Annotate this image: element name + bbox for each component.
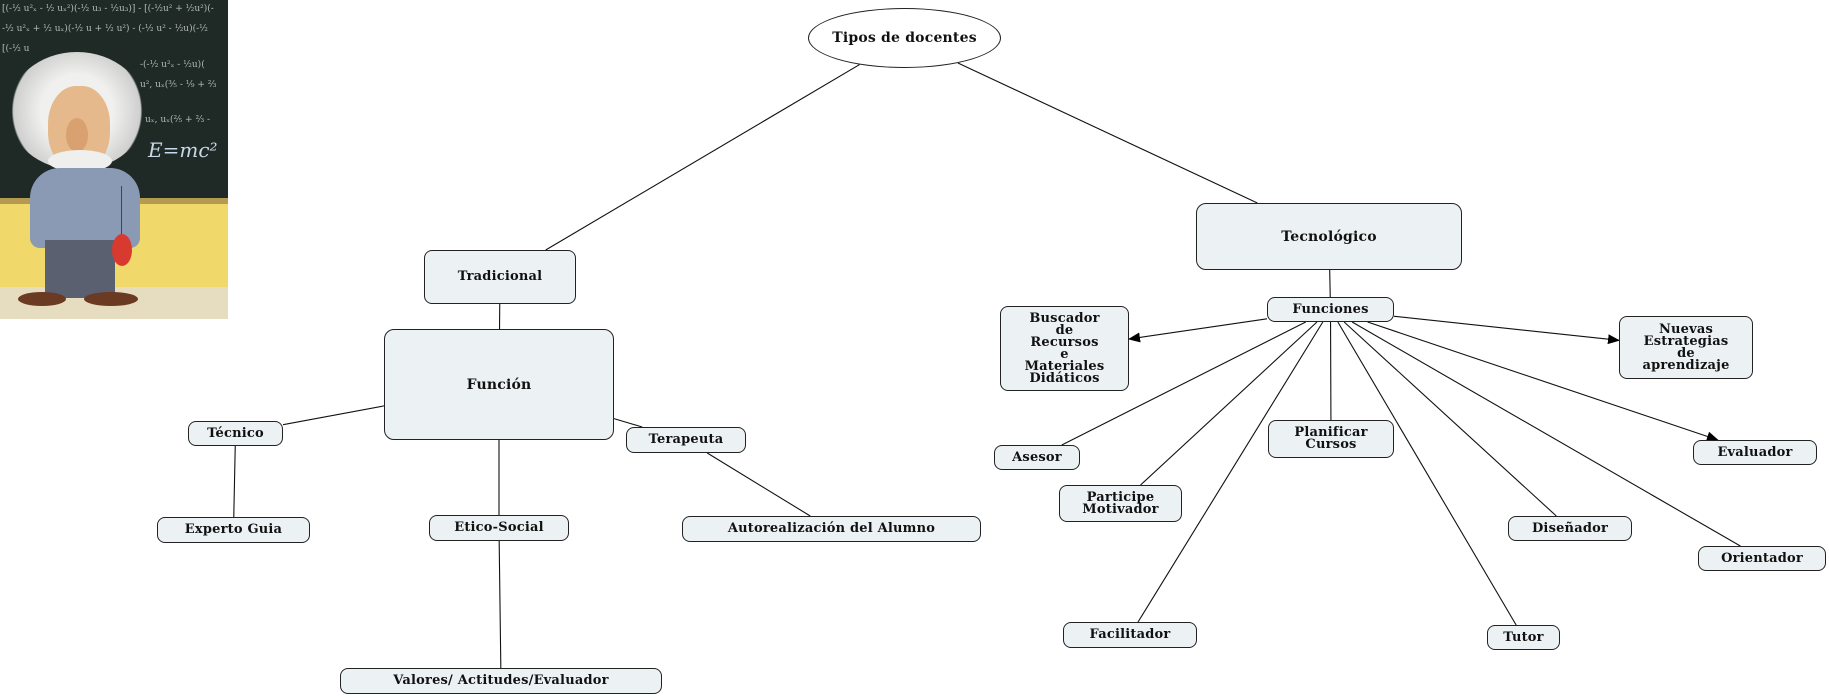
node-tecnico[interactable]: Técnico: [188, 421, 283, 446]
connector-funciones-asesor: [1061, 321, 1306, 446]
einstein-illustration: [(-½ u²ₓ - ½ uₓ²)(-½ u₃ - ½u₃)] - [(-½u²…: [0, 0, 228, 319]
node-autorealizacion-del-alumno[interactable]: Autorealización del Alumno: [682, 516, 981, 542]
connector-terapeuta-autorealizacion: [706, 452, 811, 517]
node-orientador[interactable]: Orientador: [1698, 546, 1826, 571]
node-label: Etico-Social: [454, 520, 544, 535]
node-label: Técnico: [207, 425, 264, 441]
connector-funciones-nuevas: [1393, 315, 1620, 345]
node-facilitador[interactable]: Facilitador: [1063, 622, 1197, 648]
connector-funciones-tutor: [1337, 321, 1517, 626]
node-participe-motivador[interactable]: Participe Motivador: [1059, 485, 1182, 522]
node-label: Tutor: [1503, 629, 1544, 645]
node-terapeuta[interactable]: Terapeuta: [626, 427, 746, 453]
node-label: Terapeuta: [648, 432, 724, 447]
node-tradicional[interactable]: Tradicional: [424, 250, 576, 304]
node-label: Autorealización del Alumno: [727, 521, 936, 536]
node-funcion[interactable]: Función: [384, 329, 614, 440]
node-label: Experto Guia: [184, 522, 283, 537]
node-label: Evaluador: [1717, 444, 1793, 460]
node-label: Nuevas Estrategias de aprendizaje: [1642, 321, 1730, 373]
node-label: Diseñador: [1531, 520, 1609, 536]
node-label: Tipos de docentes: [832, 30, 977, 46]
node-etico-social[interactable]: Etico-Social: [429, 515, 569, 541]
connector-tipos-tradicional: [545, 64, 860, 251]
node-label: Buscador de Recursos e Materiales Didáti…: [1024, 310, 1105, 386]
connector-funciones-buscador: [1128, 318, 1268, 343]
node-tecnologico[interactable]: Tecnológico: [1196, 203, 1462, 270]
connector-tipos-tecnologico: [957, 62, 1258, 204]
node-label: Valores/ Actitudes/Evaluador: [393, 673, 609, 688]
node-label: Orientador: [1721, 550, 1803, 566]
connector-etico-valores: [498, 540, 502, 669]
node-label: Planificar Cursos: [1294, 425, 1368, 452]
node-funciones[interactable]: Funciones: [1267, 297, 1394, 322]
node-nuevas-estrategias[interactable]: Nuevas Estrategias de aprendizaje: [1619, 316, 1753, 379]
node-label: Asesor: [1012, 449, 1062, 465]
node-label: Tradicional: [457, 269, 543, 284]
node-evaluador[interactable]: Evaluador: [1693, 440, 1817, 465]
node-disenador[interactable]: Diseñador: [1508, 516, 1632, 541]
connector-funciones-disenador: [1343, 321, 1557, 517]
node-label: Función: [466, 376, 532, 393]
node-valores-actitudes-evaluador[interactable]: Valores/ Actitudes/Evaluador: [340, 668, 662, 694]
node-asesor[interactable]: Asesor: [994, 445, 1080, 470]
node-label: Participe Motivador: [1082, 489, 1159, 517]
node-label: Facilitador: [1089, 627, 1171, 642]
root-node-tipos-de-docentes[interactable]: Tipos de docentes: [808, 8, 1001, 68]
connector-funciones-orientador: [1351, 321, 1741, 547]
node-buscador-de-recursos[interactable]: Buscador de Recursos e Materiales Didáti…: [1000, 306, 1129, 391]
connector-funciones-participe: [1140, 321, 1318, 486]
node-tutor[interactable]: Tutor: [1487, 625, 1560, 650]
node-experto-guia[interactable]: Experto Guia: [157, 517, 310, 543]
chalkboard-formula: E=mc²: [148, 138, 218, 162]
node-planificar-cursos[interactable]: Planificar Cursos: [1268, 420, 1394, 458]
connector-funcion-terapeuta: [613, 418, 643, 428]
connector-tecnico-experto: [233, 445, 236, 518]
connector-funciones-evaluador: [1367, 321, 1719, 442]
connector-funcion-tecnico: [282, 405, 385, 426]
node-label: Tecnológico: [1281, 228, 1377, 245]
node-label: Funciones: [1292, 301, 1369, 317]
connector-tecnologico-funciones: [1329, 269, 1331, 298]
connector-funciones-facilitador: [1137, 321, 1324, 623]
